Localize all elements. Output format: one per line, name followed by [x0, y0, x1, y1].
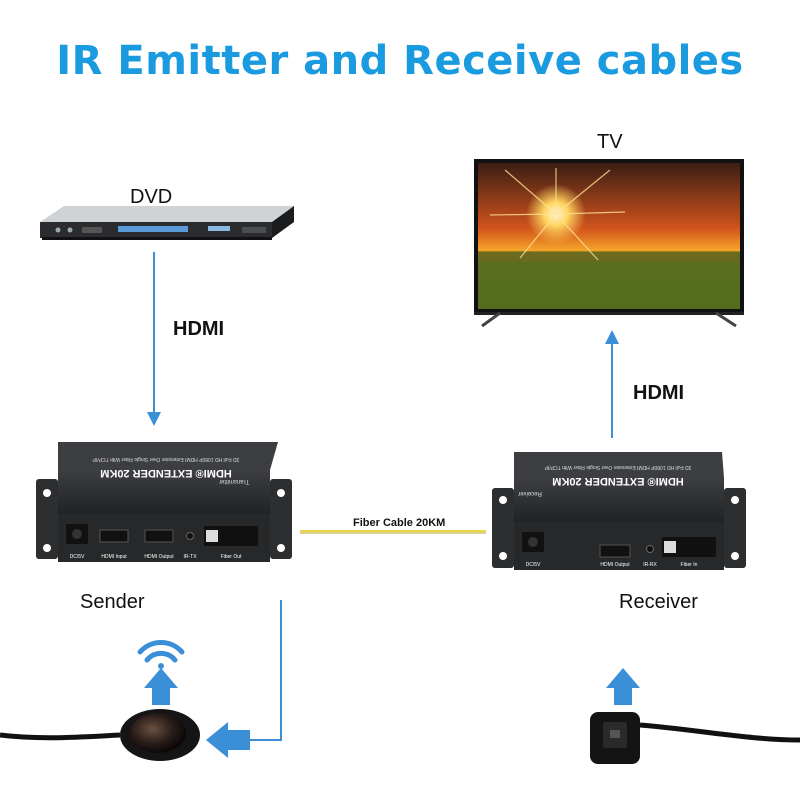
transmitter-role: Transmitter: [219, 478, 249, 484]
transmitter-brand: HDMI® EXTENDER 20KM: [100, 467, 232, 479]
rx-port-hdmi-output: HDMI Output: [600, 562, 630, 568]
receiver-brand: HDMI® EXTENDER 20KM: [552, 475, 684, 487]
rx-port-dc: DC/5V: [526, 562, 541, 568]
hdmi-arrow-down: [147, 252, 161, 426]
receiver-role: Receiver: [518, 490, 542, 496]
sender-label: Sender: [80, 591, 145, 613]
ir-receiver-icon: [590, 712, 800, 764]
tx-port-dc: DC/5V: [70, 554, 85, 560]
page-title: IR Emitter and Receive cables: [56, 38, 744, 84]
hdmi-right-label: HDMI: [633, 382, 685, 404]
hdmi-left-label: HDMI: [173, 318, 225, 340]
tv-label: TV: [597, 131, 623, 153]
receiver-unit: [492, 452, 746, 570]
ir-emitter-icon: [0, 709, 200, 761]
fiber-label: Fiber Cable 20KM: [353, 517, 446, 529]
tx-port-hdmi-input: HDMI Input: [101, 554, 127, 560]
rx-port-fiber-in: Fiber In: [681, 562, 698, 568]
dvd-label: DVD: [130, 186, 173, 208]
tx-port-fiber-out: Fiber Out: [221, 554, 242, 560]
tv-icon: [474, 159, 744, 328]
tx-port-hdmi-output: HDMI Output: [144, 554, 174, 560]
transmitter-unit: [36, 442, 292, 562]
receiver-arrow-up-icon: [606, 668, 640, 705]
fiber-cable-line: [300, 530, 486, 534]
receiver-tagline: 3D Full HD 1080P HDMI Extension Over Sin…: [544, 464, 691, 470]
dvd-player-icon: [40, 206, 294, 240]
receiver-label: Receiver: [619, 591, 698, 613]
tx-port-ir-tx: IR-TX: [183, 554, 197, 560]
wifi-signal-icon: [137, 640, 185, 669]
hdmi-arrow-up: [605, 330, 619, 438]
arrow-up-icon: [144, 668, 178, 705]
rx-port-ir-rx: IR-RX: [643, 562, 657, 568]
transmitter-tagline: 3D Full HD 1080P HDMI Extension Over Sin…: [92, 456, 239, 462]
ir-cable-path: [212, 600, 282, 741]
arrow-left-icon: [206, 722, 250, 758]
